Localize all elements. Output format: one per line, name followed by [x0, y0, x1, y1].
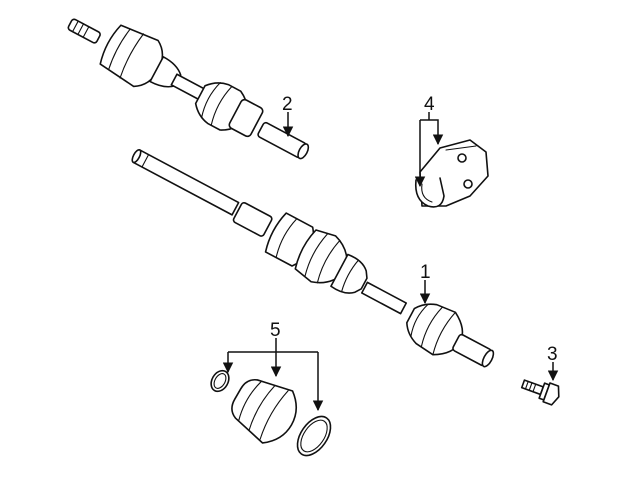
bearing-bracket	[414, 139, 489, 208]
callout-5: 5	[270, 320, 281, 341]
callout-leaders	[222, 112, 559, 412]
upper-axle-shaft	[67, 18, 310, 160]
callout-2: 2	[282, 94, 293, 115]
main-axle-assembly	[131, 148, 495, 368]
callout-1: 1	[420, 262, 431, 283]
bolt	[520, 379, 560, 406]
callout-4: 4	[424, 94, 435, 115]
callout-3: 3	[547, 344, 558, 365]
boot-kit	[210, 369, 332, 457]
